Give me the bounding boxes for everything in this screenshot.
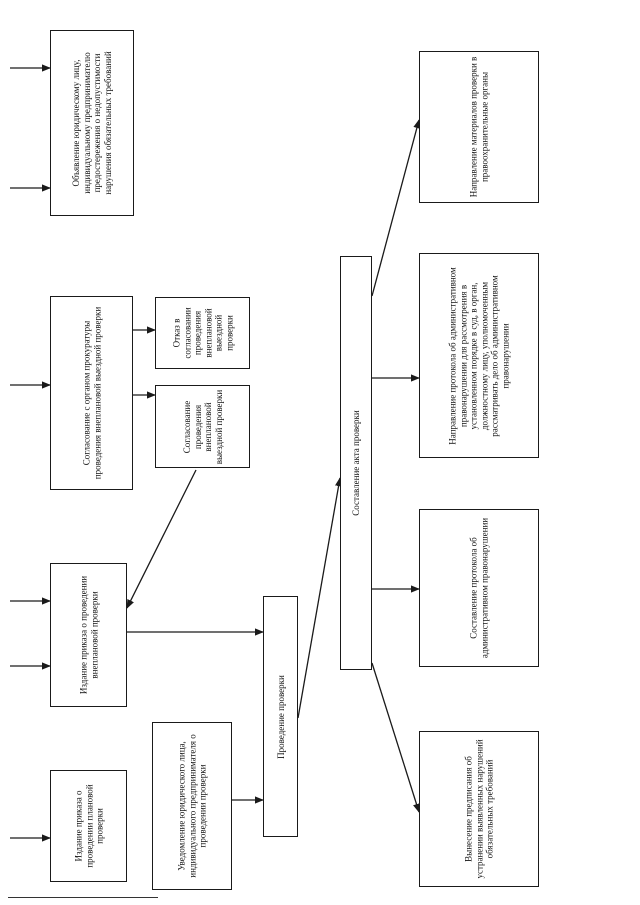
notification-text: Уведомление юридического лица, индивидуа… bbox=[176, 734, 208, 878]
protocol-text: Составление протокола об административно… bbox=[468, 517, 490, 659]
unscheduled-order-text: Издание приказа о проведении внеплановой… bbox=[78, 575, 99, 695]
act-text: Составление акта проверки bbox=[350, 410, 361, 516]
conducting-box: Проведение проверки bbox=[263, 596, 298, 837]
protocol-court-text: Направление протокола об административно… bbox=[447, 266, 511, 445]
refusal-text: Отказ в согласовании проведения внеплано… bbox=[171, 307, 234, 359]
prosecutor-approval-text: Согласование с органом прокуратуры прове… bbox=[81, 306, 102, 480]
warning-box: Объявление юридическому лицу, индивидуал… bbox=[50, 30, 134, 216]
scheduled-order-box: Издание приказа о проведении плановой пр… bbox=[50, 770, 127, 882]
protocol-court-box: Направление протокола об административно… bbox=[419, 253, 539, 458]
footnote-rule bbox=[8, 897, 158, 898]
materials-text: Направление материалов проверки в правоо… bbox=[468, 56, 490, 198]
conducting-text: Проведение проверки bbox=[275, 674, 286, 759]
arrow-conducting-to-act bbox=[297, 477, 343, 719]
prosecutor-approval-box: Согласование с органом прокуратуры прове… bbox=[50, 296, 133, 490]
approval-text: Согласование проведения внеплановой выез… bbox=[181, 389, 224, 464]
scheduled-order-text: Издание приказа о проведении плановой пр… bbox=[72, 784, 104, 868]
notification-box: Уведомление юридического лица, индивидуа… bbox=[152, 722, 232, 890]
protocol-box: Составление протокола об административно… bbox=[419, 509, 539, 667]
refusal-box: Отказ в согласовании проведения внеплано… bbox=[155, 297, 250, 369]
materials-box: Направление материалов проверки в правоо… bbox=[419, 51, 539, 203]
arrow-act-to-prescription bbox=[371, 662, 421, 813]
unscheduled-order-box: Издание приказа о проведении внеплановой… bbox=[50, 563, 127, 707]
act-box: Составление акта проверки bbox=[340, 256, 372, 670]
arrow-act-to-materials bbox=[371, 119, 421, 297]
prescription-box: Вынесение предписания об устранении выяв… bbox=[419, 731, 539, 887]
approval-box: Согласование проведения внеплановой выез… bbox=[155, 385, 250, 468]
warning-text: Объявление юридическому лицу, индивидуал… bbox=[71, 51, 113, 195]
arrow-approval-to-unscheduled bbox=[126, 469, 197, 609]
prescription-text: Вынесение предписания об устранении выяв… bbox=[463, 739, 495, 879]
